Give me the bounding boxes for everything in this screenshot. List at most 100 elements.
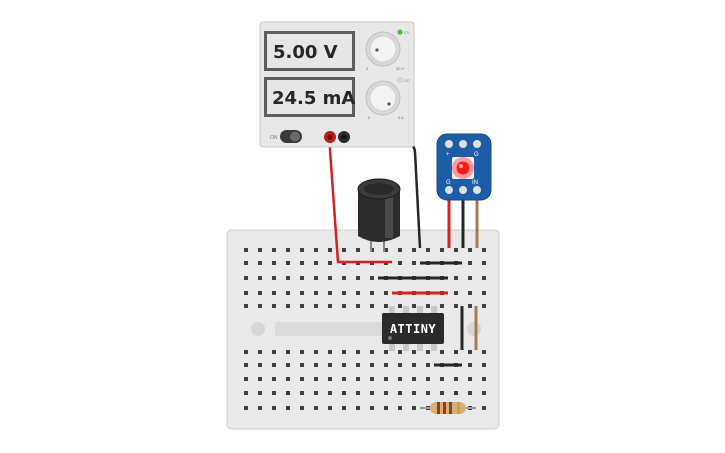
breadboard-hole[interactable] bbox=[300, 276, 304, 280]
breadboard-hole[interactable] bbox=[370, 406, 374, 410]
breadboard-hole[interactable] bbox=[482, 391, 486, 395]
breadboard-hole[interactable] bbox=[468, 377, 472, 381]
breadboard-hole[interactable] bbox=[328, 350, 332, 354]
breadboard-hole[interactable] bbox=[440, 377, 444, 381]
breadboard-hole[interactable] bbox=[426, 377, 430, 381]
breadboard-hole[interactable] bbox=[314, 304, 318, 308]
current-knob[interactable] bbox=[365, 80, 401, 116]
breadboard-hole[interactable] bbox=[314, 406, 318, 410]
breadboard-hole[interactable] bbox=[482, 406, 486, 410]
breadboard-hole[interactable] bbox=[328, 391, 332, 395]
breadboard-hole[interactable] bbox=[272, 363, 276, 367]
breadboard-hole[interactable] bbox=[398, 261, 402, 265]
breadboard-hole[interactable] bbox=[244, 363, 248, 367]
breadboard-hole[interactable] bbox=[300, 261, 304, 265]
breadboard-hole[interactable] bbox=[286, 406, 290, 410]
resistor[interactable] bbox=[420, 402, 476, 414]
breadboard-hole[interactable] bbox=[286, 261, 290, 265]
breadboard-hole[interactable] bbox=[440, 350, 444, 354]
breadboard-hole[interactable] bbox=[258, 406, 262, 410]
breadboard-hole[interactable] bbox=[482, 248, 486, 252]
breadboard-hole[interactable] bbox=[482, 276, 486, 280]
breadboard-hole[interactable] bbox=[482, 261, 486, 265]
breadboard-hole[interactable] bbox=[328, 377, 332, 381]
breadboard-hole[interactable] bbox=[244, 350, 248, 354]
breadboard-hole[interactable] bbox=[342, 377, 346, 381]
breadboard-hole[interactable] bbox=[314, 261, 318, 265]
breadboard-hole[interactable] bbox=[272, 291, 276, 295]
breadboard-hole[interactable] bbox=[370, 276, 374, 280]
breadboard-hole[interactable] bbox=[258, 276, 262, 280]
breadboard-hole[interactable] bbox=[398, 406, 402, 410]
breadboard-hole[interactable] bbox=[244, 291, 248, 295]
breadboard-hole[interactable] bbox=[328, 363, 332, 367]
breadboard-hole[interactable] bbox=[244, 304, 248, 308]
negative-terminal[interactable] bbox=[338, 131, 350, 143]
breadboard-hole[interactable] bbox=[454, 291, 458, 295]
breadboard-hole[interactable] bbox=[356, 304, 360, 308]
breadboard-hole[interactable] bbox=[300, 350, 304, 354]
breadboard-hole[interactable] bbox=[384, 248, 388, 252]
breadboard-hole[interactable] bbox=[272, 304, 276, 308]
breadboard-hole[interactable] bbox=[412, 304, 416, 308]
breadboard-hole[interactable] bbox=[342, 391, 346, 395]
breadboard-hole[interactable] bbox=[328, 276, 332, 280]
breadboard-hole[interactable] bbox=[300, 363, 304, 367]
breadboard-hole[interactable] bbox=[398, 304, 402, 308]
breadboard-hole[interactable] bbox=[342, 304, 346, 308]
breadboard-hole[interactable] bbox=[384, 304, 388, 308]
breadboard-hole[interactable] bbox=[426, 363, 430, 367]
breadboard-hole[interactable] bbox=[426, 350, 430, 354]
breadboard-hole[interactable] bbox=[258, 350, 262, 354]
breadboard-hole[interactable] bbox=[258, 248, 262, 252]
breadboard-hole[interactable] bbox=[384, 350, 388, 354]
breadboard-hole[interactable] bbox=[370, 350, 374, 354]
breadboard-hole[interactable] bbox=[286, 363, 290, 367]
breadboard-hole[interactable] bbox=[286, 248, 290, 252]
breadboard-hole[interactable] bbox=[258, 291, 262, 295]
breadboard-hole[interactable] bbox=[398, 350, 402, 354]
breadboard-hole[interactable] bbox=[328, 406, 332, 410]
breadboard-hole[interactable] bbox=[272, 248, 276, 252]
breadboard-hole[interactable] bbox=[384, 363, 388, 367]
breadboard-hole[interactable] bbox=[300, 406, 304, 410]
breadboard-hole[interactable] bbox=[272, 261, 276, 265]
breadboard-hole[interactable] bbox=[286, 304, 290, 308]
breadboard-hole[interactable] bbox=[426, 391, 430, 395]
breadboard-hole[interactable] bbox=[244, 406, 248, 410]
breadboard-hole[interactable] bbox=[272, 377, 276, 381]
breadboard-hole[interactable] bbox=[454, 276, 458, 280]
breadboard-hole[interactable] bbox=[342, 291, 346, 295]
breadboard-hole[interactable] bbox=[272, 350, 276, 354]
breadboard-hole[interactable] bbox=[412, 363, 416, 367]
breadboard-hole[interactable] bbox=[328, 291, 332, 295]
breadboard-hole[interactable] bbox=[272, 391, 276, 395]
power-switch[interactable] bbox=[280, 130, 302, 143]
breadboard-hole[interactable] bbox=[314, 350, 318, 354]
breadboard-hole[interactable] bbox=[342, 276, 346, 280]
breadboard-hole[interactable] bbox=[412, 248, 416, 252]
breadboard-hole[interactable] bbox=[370, 391, 374, 395]
breadboard-hole[interactable] bbox=[482, 291, 486, 295]
breadboard-hole[interactable] bbox=[342, 248, 346, 252]
breadboard-hole[interactable] bbox=[314, 391, 318, 395]
electrolytic-capacitor[interactable] bbox=[357, 178, 401, 252]
breadboard-hole[interactable] bbox=[370, 291, 374, 295]
breadboard-hole[interactable] bbox=[258, 377, 262, 381]
breadboard-hole[interactable] bbox=[468, 350, 472, 354]
breadboard-hole[interactable] bbox=[370, 377, 374, 381]
breadboard-hole[interactable] bbox=[398, 363, 402, 367]
breadboard-hole[interactable] bbox=[286, 291, 290, 295]
breadboard-hole[interactable] bbox=[314, 276, 318, 280]
breadboard-hole[interactable] bbox=[384, 391, 388, 395]
breadboard-hole[interactable] bbox=[454, 304, 458, 308]
breadboard-hole[interactable] bbox=[258, 363, 262, 367]
breadboard-hole[interactable] bbox=[398, 377, 402, 381]
breadboard-hole[interactable] bbox=[258, 304, 262, 308]
breadboard-hole[interactable] bbox=[384, 377, 388, 381]
breadboard-hole[interactable] bbox=[412, 350, 416, 354]
breadboard-hole[interactable] bbox=[412, 377, 416, 381]
ic-chip[interactable]: ATTINY bbox=[382, 306, 444, 351]
breadboard-hole[interactable] bbox=[454, 248, 458, 252]
breadboard-hole[interactable] bbox=[300, 248, 304, 252]
